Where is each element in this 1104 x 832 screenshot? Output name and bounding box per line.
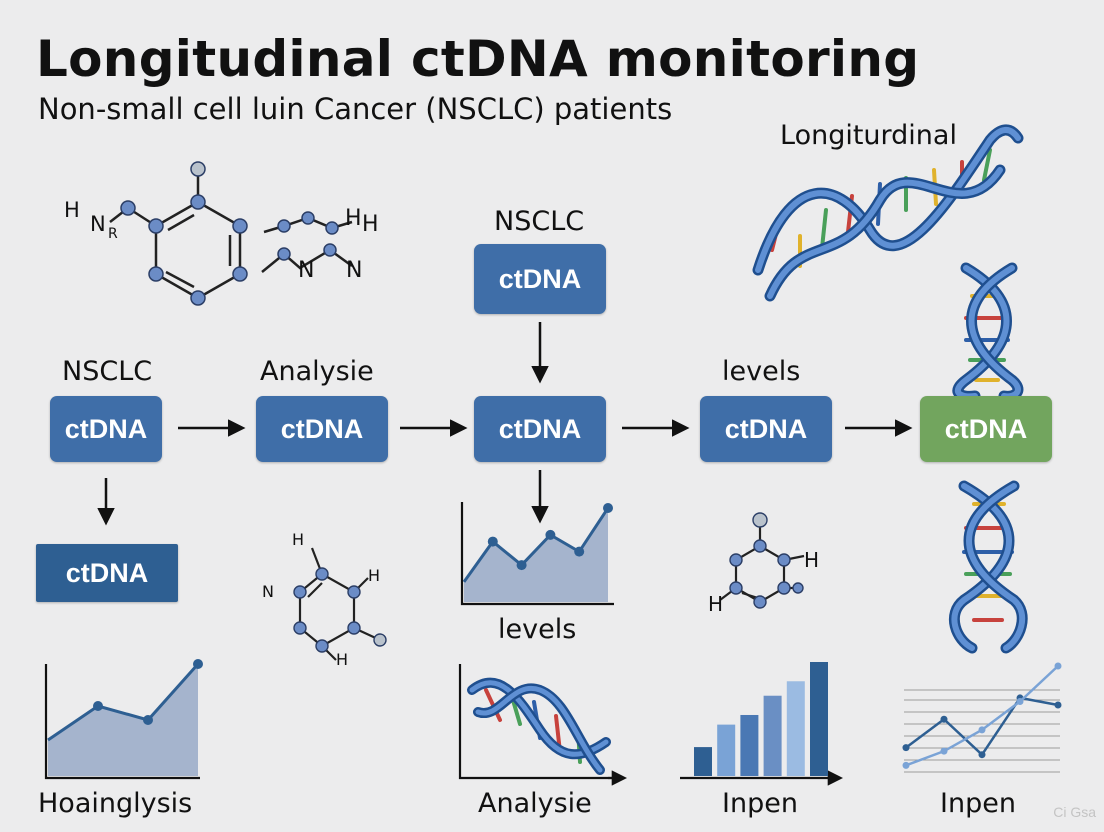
molecule-icon-1 — [109, 170, 353, 300]
page-title: Longitudinal ctDNA monitoring — [36, 30, 920, 88]
molecule-atoms-2 — [293, 567, 387, 653]
label-nsclc-left: NSCLC — [62, 356, 153, 387]
atom-label-h3: H — [362, 212, 379, 237]
watermark: Ci Gsa — [1053, 804, 1096, 820]
atom-label-h4: H — [292, 530, 305, 549]
label-inpen-2: Inpen — [940, 788, 1016, 819]
area-chart-1-line — [47, 663, 200, 742]
atom-label-n1: N — [90, 212, 106, 236]
ctdna-box-flow-3: ctDNA — [474, 396, 606, 462]
ctdna-box-flow-4: ctDNA — [700, 396, 832, 462]
bar-6 — [810, 662, 828, 776]
atom-label-h7: H — [804, 548, 820, 572]
area-chart-2-point-3 — [545, 529, 556, 540]
line-series-1-point-3 — [978, 751, 986, 759]
label-levels-center: levels — [498, 614, 577, 645]
label-analysie-mid: Analysie — [260, 356, 374, 387]
bar-3 — [740, 714, 759, 776]
line-series-2 — [905, 665, 1059, 767]
molecule-icon-2 — [298, 547, 381, 661]
atom-label-h8: H — [708, 592, 724, 616]
line-series-1-point-1 — [902, 744, 910, 752]
chart-axes — [44, 502, 844, 786]
line-series-1 — [905, 696, 1059, 757]
bar-1 — [694, 747, 712, 776]
atom-label-h5: H — [368, 566, 381, 585]
label-analysie-bottom: Analysie — [478, 788, 592, 819]
label-nsclc-top: NSCLC — [494, 206, 585, 237]
dna-helix-icon-bottom — [467, 677, 611, 775]
page-subtitle: Non-small cell luin Cancer (NSCLC) patie… — [38, 92, 673, 126]
area-chart-2-line — [462, 507, 610, 583]
atom-label-n4: N — [262, 582, 274, 601]
atom-label-r1: R — [108, 226, 118, 242]
bar-4 — [763, 695, 782, 776]
atom-label-h2: H — [345, 206, 362, 231]
area-chart-1-fill — [48, 664, 198, 776]
line-series-2-point-3 — [978, 726, 986, 734]
label-inpen-1: Inpen — [722, 788, 798, 819]
dna-helix-icon-right-lower — [949, 480, 1028, 654]
ctdna-box-flow-1: ctDNA — [50, 396, 162, 462]
line-series-1-point-2 — [940, 715, 948, 723]
bar-5 — [786, 681, 805, 776]
line-series-1-point-5 — [1054, 701, 1062, 709]
area-chart-2-point-2 — [516, 560, 527, 571]
line-series-2-point-2 — [940, 747, 948, 755]
charts-layer — [47, 503, 1062, 776]
label-levels-right: levels — [722, 356, 801, 387]
dna-helix-icon-top — [752, 124, 1024, 302]
bar-2 — [717, 724, 736, 776]
area-chart-1-point-1 — [93, 701, 103, 711]
area-chart-1-point-3 — [193, 659, 203, 669]
line-series-2-point-5 — [1054, 662, 1062, 670]
flow-arrows — [97, 322, 913, 526]
atom-label-h1: H — [64, 198, 80, 222]
area-chart-2-fill — [464, 508, 608, 602]
area-chart-2-point-5 — [603, 503, 613, 513]
area-chart-2-point-1 — [487, 536, 498, 547]
ctdna-box-lower-left: ctDNA — [36, 544, 178, 602]
atom-label-n2: N — [298, 258, 315, 283]
dna-helix-icon-right-upper — [952, 262, 1024, 402]
area-chart-1-point-2 — [143, 715, 153, 725]
ctdna-box-flow-5: ctDNA — [920, 396, 1052, 462]
label-hoainglysis: Hoainglysis — [38, 788, 193, 819]
ctdna-box-flow-2: ctDNA — [256, 396, 388, 462]
area-chart-2-point-4 — [574, 546, 585, 557]
line-series-2-point-1 — [902, 761, 910, 769]
molecule-atoms-3 — [729, 512, 804, 609]
ctdna-box-top: ctDNA — [474, 244, 606, 314]
line-series-2-point-4 — [1016, 697, 1024, 705]
label-longiturdinal: Longiturdinal — [780, 120, 957, 151]
atom-label-n3: N — [346, 258, 363, 283]
atom-label-h6: H — [336, 650, 349, 669]
molecule-atoms-1 — [120, 161, 339, 306]
